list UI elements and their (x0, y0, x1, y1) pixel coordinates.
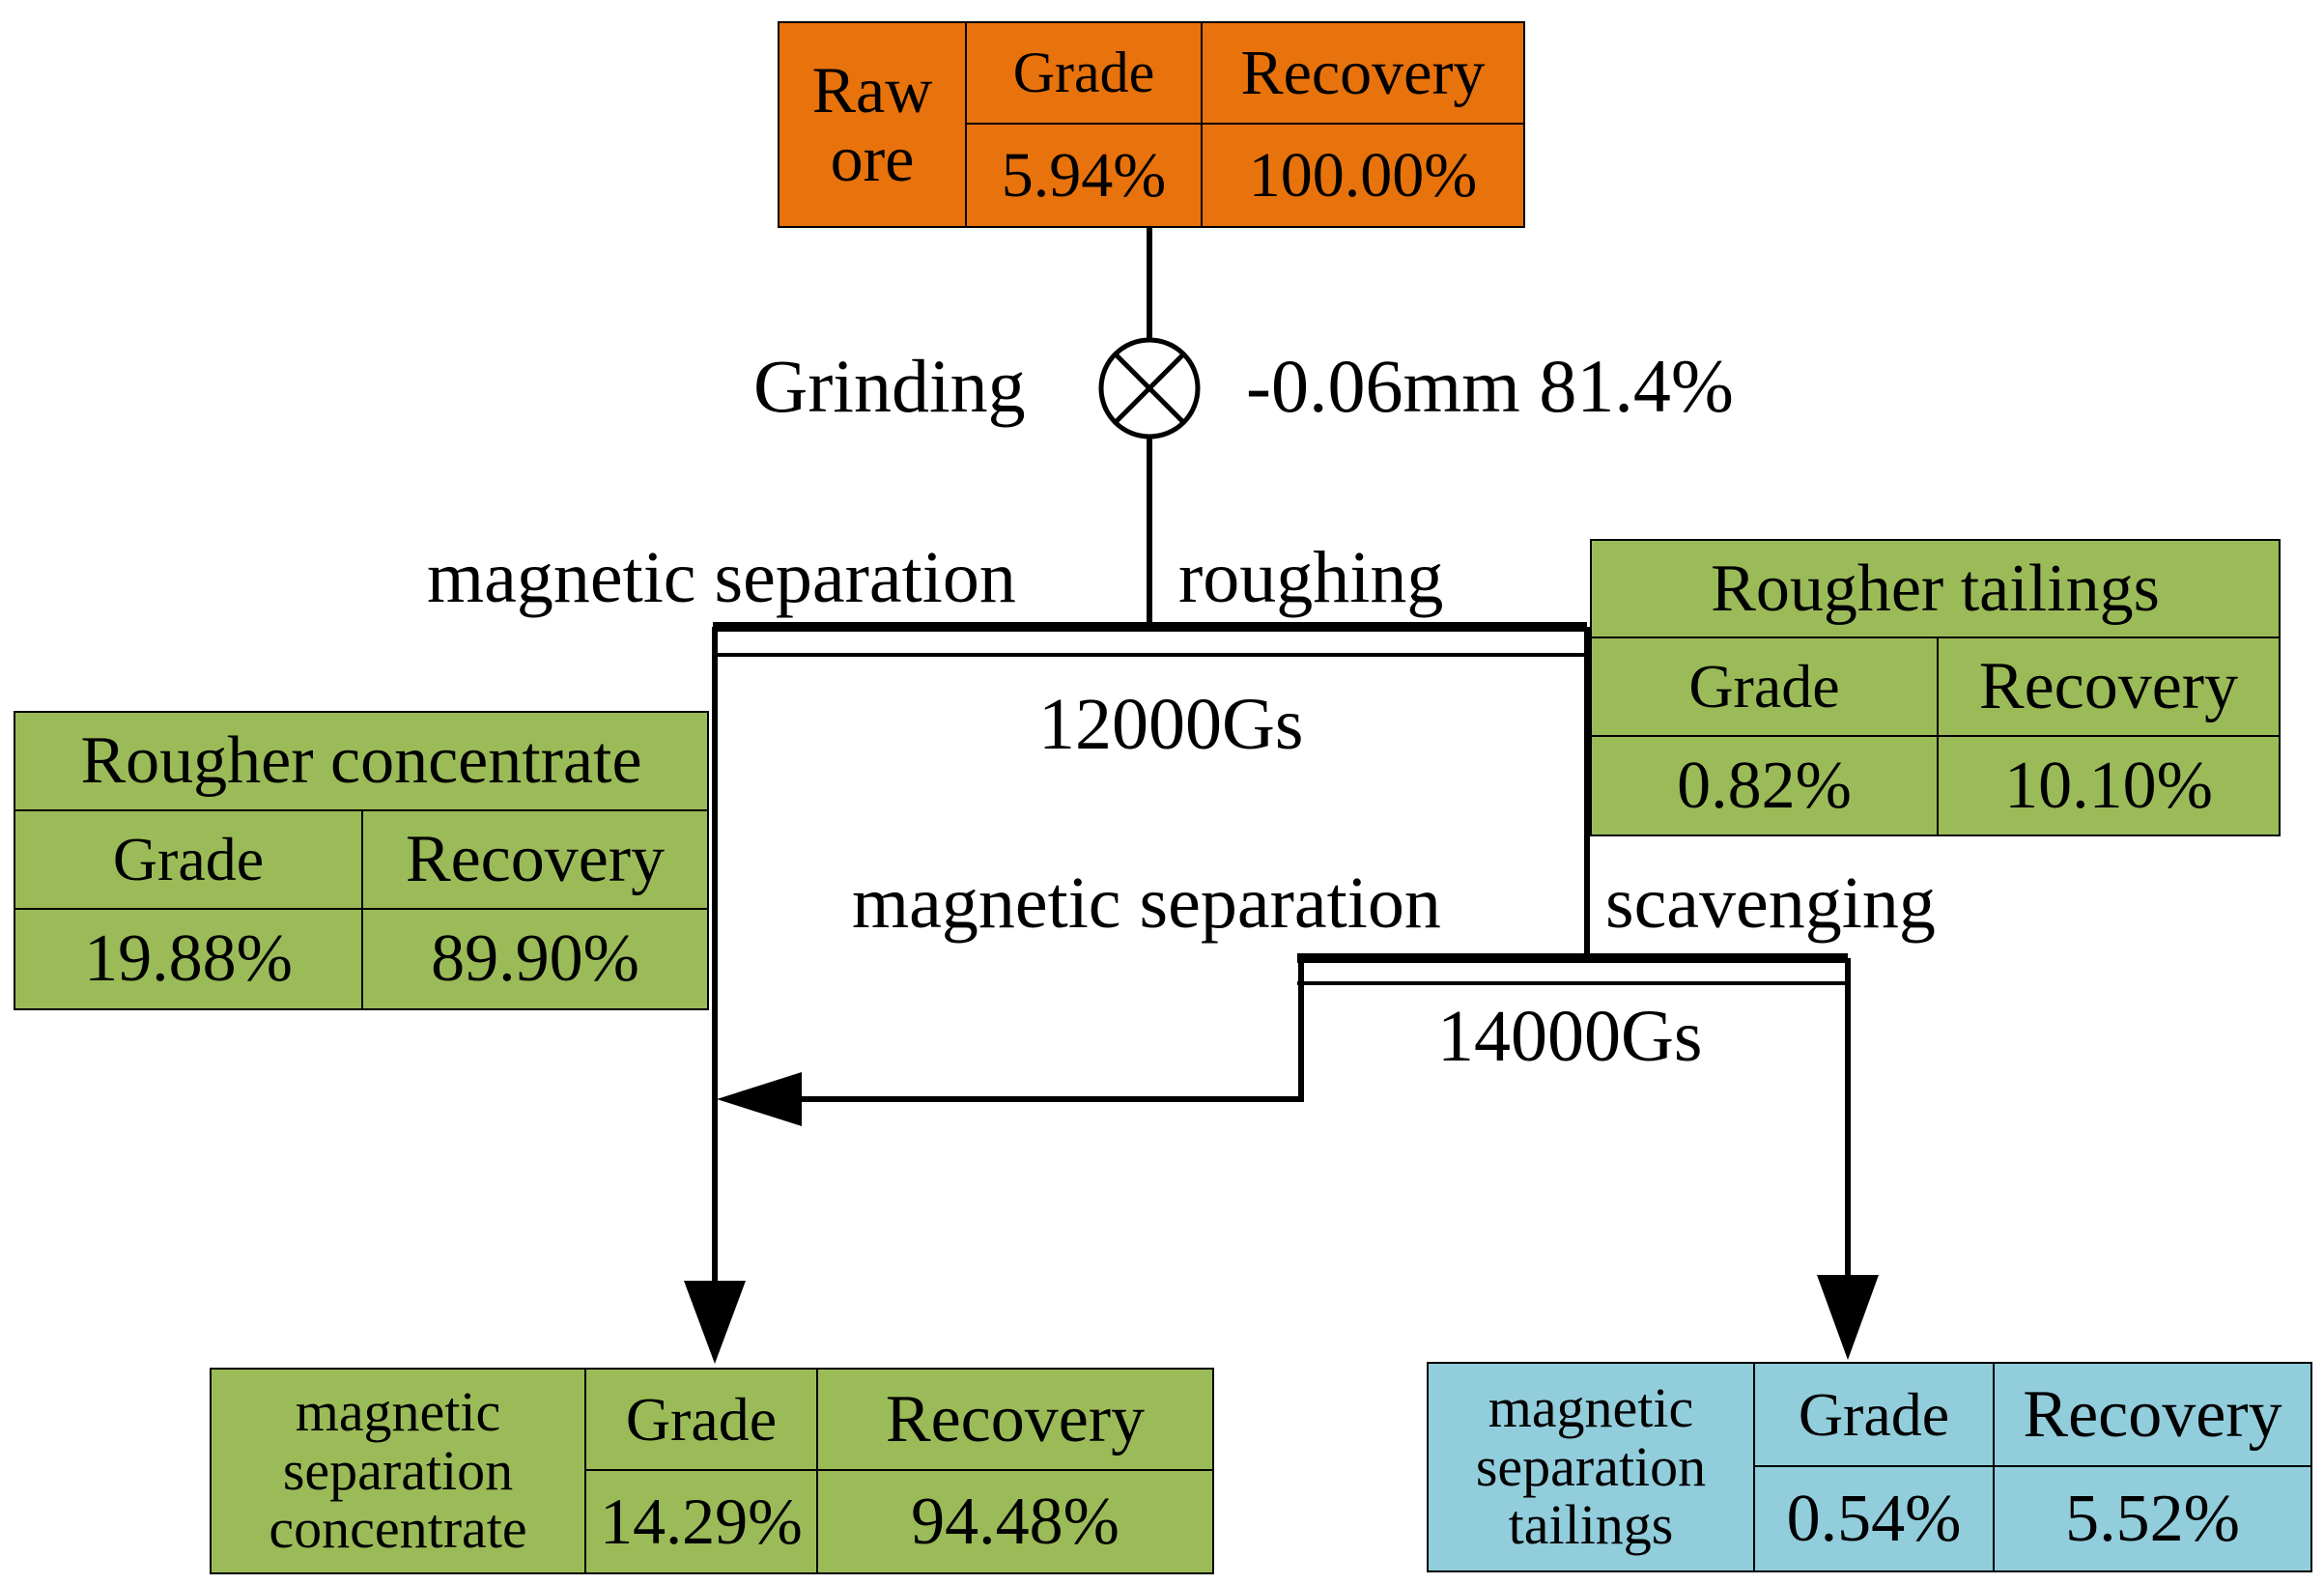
scavenging-field-strength: 14000Gs (1437, 996, 1703, 1077)
roughing-label-right: roughing (1178, 537, 1444, 618)
rougher-tailings-title: Rougher tailings (1592, 541, 2279, 639)
mag-concentrate-grade-header: Grade (586, 1370, 818, 1471)
mag-concentrate-table: magnetic separation concentrate Grade Re… (210, 1368, 1214, 1574)
scavenging-label-right: scavenging (1605, 863, 1936, 944)
grinding-size-spec: -0.06mm 81.4% (1246, 344, 1734, 428)
concentrate-arrow-icon (684, 1281, 746, 1364)
grinding-label: Grinding (753, 344, 1026, 428)
raw-ore-grade-value: 5.94% (967, 125, 1203, 226)
rougher-tailings-grade-value: 0.82% (1592, 736, 1939, 834)
rougher-concentrate-grade-header: Grade (15, 811, 363, 910)
scavenging-label-left: magnetic separation (852, 863, 1441, 944)
rougher-concentrate-recovery-header: Recovery (363, 811, 707, 910)
mag-tailings-recovery-value: 5.52% (2065, 1481, 2240, 1556)
raw-ore-table: Raw ore Grade Recovery 5.94% 100.00% (778, 21, 1525, 228)
mag-tailings-recovery-header: Recovery (1995, 1364, 2310, 1467)
raw-ore-grade-header: Grade (967, 23, 1203, 125)
rougher-concentrate-grade-value: 19.88% (15, 910, 363, 1008)
return-arrow-icon (717, 1072, 802, 1126)
mag-tailings-grade-value: 0.54% (1755, 1467, 1995, 1570)
raw-ore-recovery-header: Recovery (1203, 23, 1523, 125)
rougher-tailings-table: Rougher tailings Grade Recovery 0.82% 10… (1590, 539, 2281, 836)
mag-concentrate-recovery-header: Recovery (818, 1370, 1212, 1471)
mag-tailings-label: magnetic separation tailings (1429, 1364, 1755, 1570)
roughing-separator-icon (713, 622, 1587, 657)
raw-ore-recovery-value: 100.00% (1203, 125, 1523, 226)
tailings-arrow-icon (1817, 1275, 1879, 1360)
raw-ore-label: Raw ore (779, 23, 967, 226)
mag-tailings-grade-header: Grade (1755, 1364, 1995, 1467)
mag-concentrate-label: magnetic separation concentrate (212, 1370, 586, 1572)
rougher-concentrate-title: Rougher concentrate (15, 713, 707, 811)
mag-concentrate-recovery-value: 94.48% (911, 1484, 1119, 1559)
mag-tailings-table: magnetic separation tailings Grade Recov… (1427, 1362, 2312, 1572)
roughing-field-strength: 12000Gs (1038, 684, 1304, 765)
rougher-tailings-grade-header: Grade (1592, 638, 1939, 737)
grinding-mill-icon (1098, 337, 1201, 439)
mag-concentrate-grade-value: 14.29% (586, 1471, 818, 1572)
rougher-concentrate-table: Rougher concentrate Grade Recovery 19.88… (14, 711, 709, 1010)
scavenging-separator-icon (1297, 953, 1848, 985)
scavenger-concentrate-line (798, 958, 1304, 1102)
rougher-tailings-recovery-value: 10.10% (2004, 748, 2213, 823)
roughing-label-left: magnetic separation (427, 537, 1016, 618)
rougher-tailings-recovery-header: Recovery (1939, 638, 2279, 737)
rougher-concentrate-recovery-value: 89.90% (431, 921, 639, 997)
